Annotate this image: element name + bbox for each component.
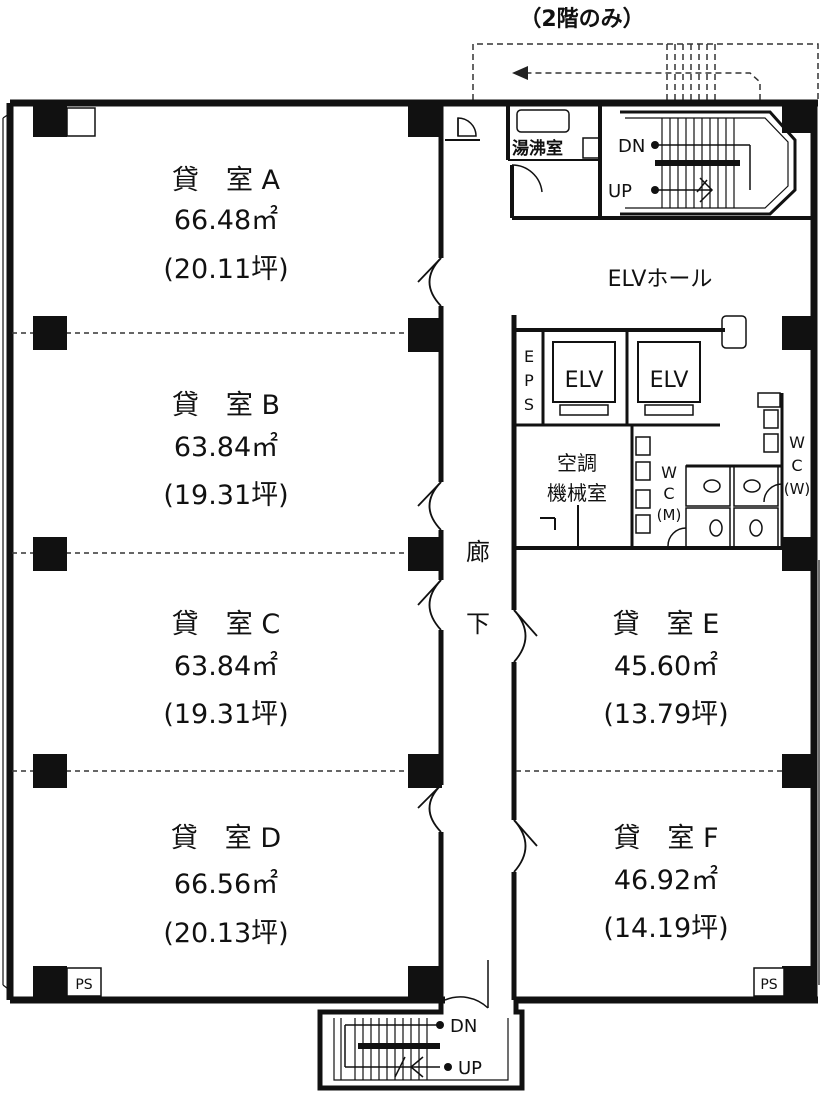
ps-label-right: PS bbox=[760, 977, 777, 993]
exterior-walls bbox=[6, 99, 818, 1004]
hvac-label-1: 空調 bbox=[557, 451, 597, 475]
room-b-tsubo: (19.31坪) bbox=[163, 480, 288, 511]
wc-women-c: C bbox=[791, 456, 802, 475]
room-c-name: 貸 室 C bbox=[172, 609, 280, 640]
south-stair-arrows bbox=[344, 1024, 440, 1078]
room-c-area: 63.84㎡ bbox=[174, 651, 278, 682]
elevator-hall-label: ELVホール bbox=[608, 267, 713, 292]
up-dot-south bbox=[444, 1063, 452, 1071]
ps-box-left bbox=[66, 967, 102, 997]
room-a-name: 貸 室 A bbox=[172, 165, 281, 196]
room-c-tsubo: (19.31坪) bbox=[163, 699, 288, 730]
north-stair-arrows bbox=[655, 144, 751, 203]
pipe-shaft-box bbox=[66, 107, 96, 137]
room-f-tsubo: (14.19坪) bbox=[603, 913, 728, 944]
room-d-name: 貸 室 D bbox=[171, 823, 281, 854]
elevator-2-label: ELV bbox=[650, 368, 689, 393]
elevator-1-label: ELV bbox=[565, 368, 604, 393]
wc-women-w: W bbox=[789, 433, 805, 452]
dn-label-south: DN bbox=[450, 1016, 477, 1037]
room-d-tsubo: (20.13坪) bbox=[163, 918, 288, 949]
room-a-tsubo: (20.11坪) bbox=[163, 254, 288, 285]
up-label-south: UP bbox=[458, 1058, 482, 1079]
room-dividers bbox=[12, 332, 812, 772]
second-floor-route bbox=[472, 43, 819, 100]
up-dot-north bbox=[651, 186, 659, 194]
route-arrow-icon bbox=[512, 66, 528, 80]
dn-dot-north bbox=[651, 141, 659, 149]
room-f: 貸 室 F 46.92㎡ (14.19坪) bbox=[603, 823, 728, 944]
room-b-area: 63.84㎡ bbox=[174, 432, 278, 463]
toilet-fixtures bbox=[635, 392, 784, 549]
corridor-label-2: 下 bbox=[466, 610, 490, 638]
room-f-name: 貸 室 F bbox=[613, 823, 718, 854]
eps-label-e: E bbox=[524, 347, 534, 366]
dn-label-north: DN bbox=[618, 136, 645, 157]
ps-box-right bbox=[753, 967, 785, 997]
room-d-area: 66.56㎡ bbox=[174, 869, 278, 900]
south-stair bbox=[317, 960, 525, 1091]
room-e: 貸 室 E 45.60㎡ (13.79坪) bbox=[603, 609, 728, 730]
ps-label-left: PS bbox=[75, 977, 92, 993]
south-stair-landing-bar bbox=[358, 1043, 440, 1049]
room-e-area: 45.60㎡ bbox=[614, 651, 718, 682]
left-facade-line-3 bbox=[2, 984, 13, 993]
room-b-name: 貸 室 B bbox=[172, 390, 280, 421]
room-c: 貸 室 C 63.84㎡ (19.31坪) bbox=[163, 609, 288, 730]
room-d: 貸 室 D 66.56㎡ (20.13坪) bbox=[163, 823, 288, 949]
floor-note: （2階のみ） bbox=[519, 7, 644, 32]
dn-dot-south bbox=[436, 1021, 444, 1029]
wc-men-c: C bbox=[663, 484, 674, 503]
hvac-label-2: 機械室 bbox=[547, 481, 607, 505]
wc-men-m: (M) bbox=[657, 506, 682, 524]
room-f-area: 46.92㎡ bbox=[614, 865, 718, 896]
room-a-area: 66.48㎡ bbox=[174, 205, 278, 236]
wc-men-w: W bbox=[661, 463, 677, 482]
north-core bbox=[445, 103, 814, 220]
room-e-name: 貸 室 E bbox=[613, 609, 720, 640]
eps-label-p: P bbox=[524, 371, 534, 390]
corridor-doors-right bbox=[513, 609, 538, 873]
left-facade-line-2 bbox=[2, 111, 13, 119]
eps-label-s: S bbox=[524, 395, 534, 414]
room-a: 貸 室 A 66.48㎡ (20.11坪) bbox=[163, 165, 288, 285]
north-stair-landing-bar bbox=[655, 160, 740, 166]
up-label-north: UP bbox=[608, 181, 632, 202]
corridor-doors-left bbox=[417, 257, 442, 833]
room-b: 貸 室 B 63.84㎡ (19.31坪) bbox=[163, 390, 288, 511]
structural-columns bbox=[33, 103, 816, 1000]
wc-women-w2: (W) bbox=[784, 480, 811, 498]
kitchenette-label: 湯沸室 bbox=[512, 138, 563, 159]
corridor-label-1: 廊 bbox=[466, 538, 490, 566]
room-e-tsubo: (13.79坪) bbox=[603, 699, 728, 730]
